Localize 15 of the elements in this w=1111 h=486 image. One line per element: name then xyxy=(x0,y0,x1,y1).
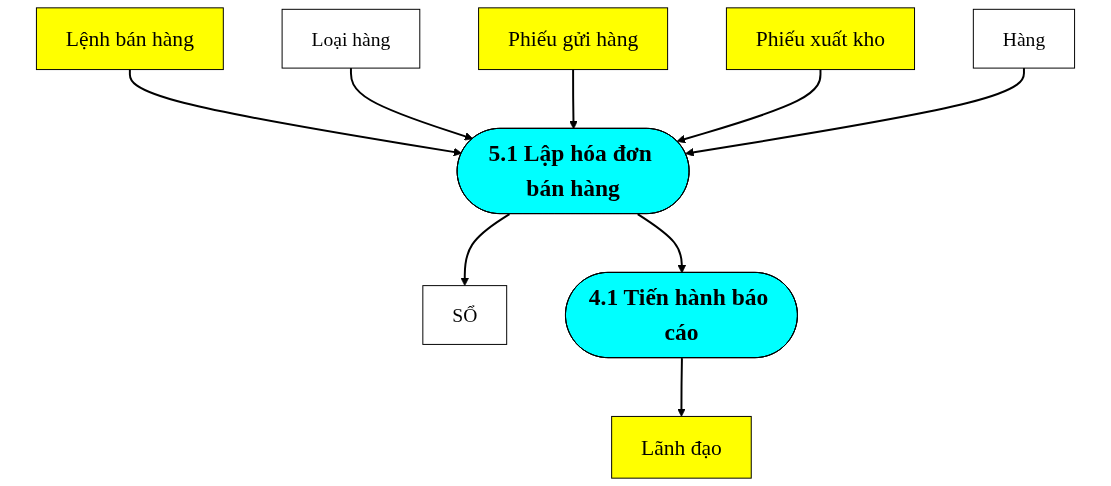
node-box: SỔ xyxy=(422,285,508,345)
node-box: Phiếu gửi hàng xyxy=(478,7,669,71)
node-box: Lệnh bán hàng xyxy=(35,7,224,71)
node-box: Phiếu xuất kho xyxy=(725,7,916,71)
arrow xyxy=(460,213,511,286)
arrow xyxy=(128,68,463,157)
arrow xyxy=(349,67,474,141)
arrow xyxy=(569,68,578,130)
arrow xyxy=(636,213,687,274)
arrow xyxy=(685,67,1025,157)
arrow xyxy=(676,68,822,144)
node-box: Lãnh đạo xyxy=(611,415,752,479)
node-box: Loại hàng xyxy=(281,8,421,69)
node-box: Hàng xyxy=(972,8,1076,69)
arrow xyxy=(677,357,686,417)
